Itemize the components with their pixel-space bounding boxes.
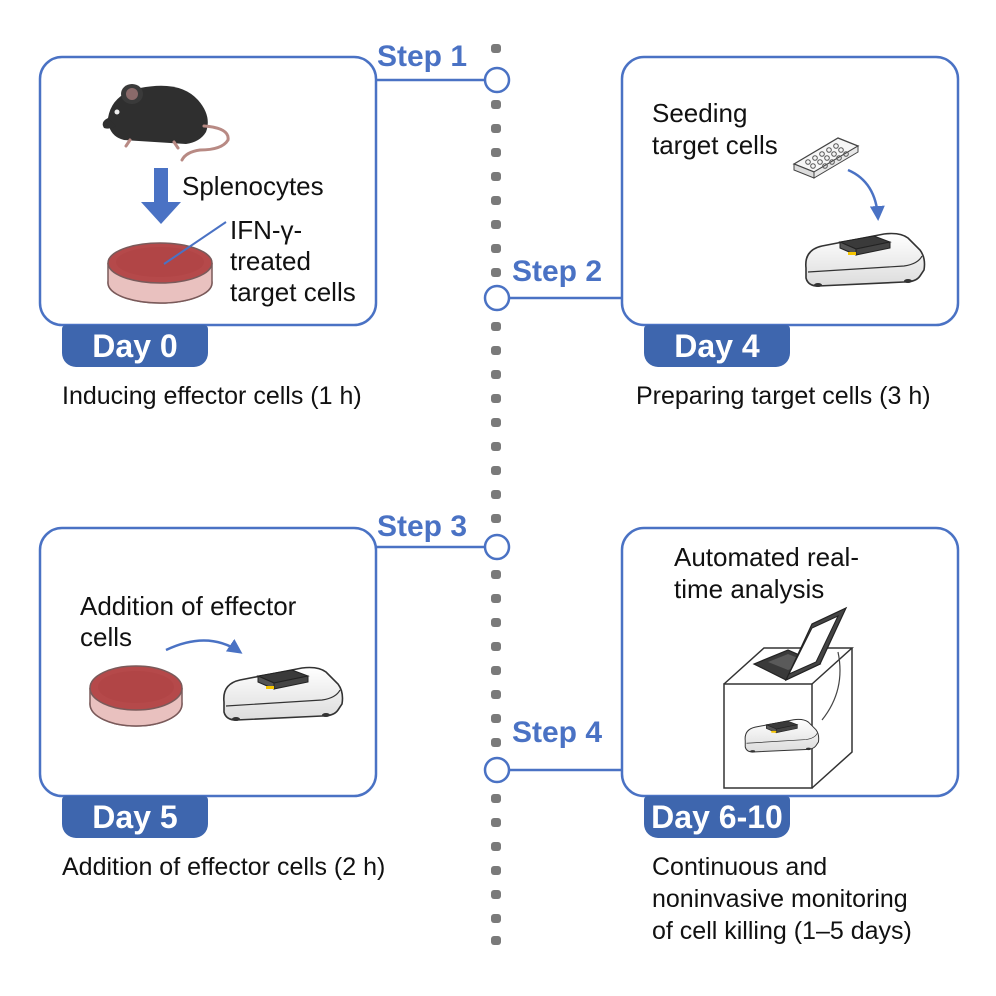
addition-label: Addition of effector (80, 591, 297, 621)
caption-step1: Inducing effector cells (1 h) (62, 382, 362, 410)
automated-label: Automated real- (674, 542, 859, 572)
splenocytes-label: Splenocytes (182, 171, 324, 201)
down-arrow-icon (141, 168, 181, 224)
caption-step3: Addition of effector cells (2 h) (62, 853, 386, 881)
seeding-label: Seeding (652, 98, 748, 128)
laptop-icon (752, 606, 848, 721)
day-tab-4: Day 4 (644, 325, 790, 367)
step-label-4: Step 4 (512, 716, 603, 749)
well-plate-icon (792, 137, 860, 179)
caption-step4-line2: noninvasive monitoring (652, 885, 908, 913)
caption-step4-line3: of cell killing (1–5 days) (652, 917, 912, 945)
curved-arrow-icon (165, 639, 243, 654)
petri-dish-icon (107, 242, 213, 304)
target-cells-label: target cells (230, 277, 356, 307)
treated-label: treated (230, 246, 311, 276)
step-label-2: Step 2 (512, 255, 603, 288)
seeding-target-cells-label: target cells (652, 130, 778, 160)
day-tab-0: Day 0 (62, 325, 208, 367)
day-tab-6-10: Day 6-10 (644, 796, 790, 838)
petri-dish-icon (89, 665, 183, 727)
realtime-analysis-label: time analysis (674, 574, 825, 604)
day-tab-5: Day 5 (62, 796, 208, 838)
ifn-gamma-label: IFN-γ- (230, 215, 303, 245)
timeline (491, 44, 501, 945)
step-label-1: Step 1 (377, 40, 468, 73)
curved-arrow-icon (847, 168, 885, 221)
step-label-3: Step 3 (377, 510, 468, 543)
caption-step4-line1: Continuous and (652, 853, 828, 881)
caption-step2: Preparing target cells (3 h) (636, 382, 931, 410)
mouse-icon (102, 84, 230, 162)
panel-step3 (38, 526, 378, 798)
addition-cells-label: cells (80, 622, 133, 652)
